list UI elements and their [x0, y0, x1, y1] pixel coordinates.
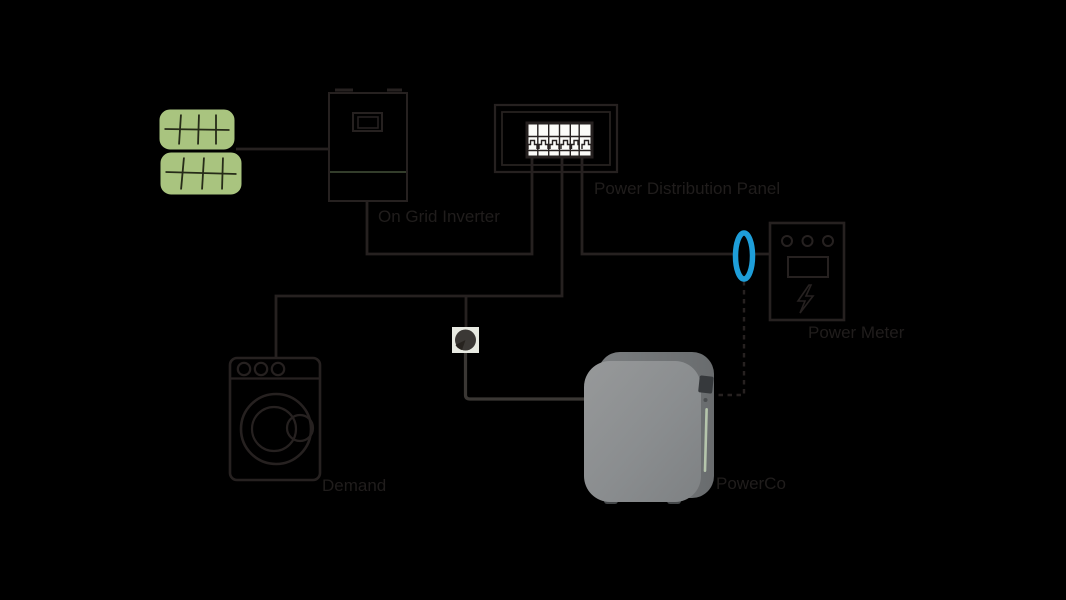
battery-cable — [463, 348, 588, 401]
battery-led-strip — [703, 408, 708, 472]
battery-unit-icon — [584, 352, 714, 504]
battery-indicator-dot — [703, 398, 708, 402]
ct-clamp-coil-icon — [732, 230, 756, 282]
demand-label: Demand — [322, 476, 387, 495]
meter-box-icon — [768, 221, 846, 322]
inverter-box-icon — [328, 88, 408, 202]
wire-panel-to-meter — [580, 157, 769, 256]
ct-sense-dashed-line — [716, 281, 746, 397]
lightning-bolt-icon — [796, 284, 815, 314]
wire-panel-to-loads — [274, 157, 564, 358]
wire-panel-to-inverter — [365, 157, 534, 256]
circuit-breakers-icon — [493, 103, 619, 174]
on-grid-inverter-label: On Grid Inverter — [378, 207, 500, 226]
washer-icon — [228, 356, 322, 482]
meter-display — [787, 256, 829, 278]
battery-brand-label: PowerCo — [716, 474, 786, 493]
power-distribution-panel-label: Power Distribution Panel — [594, 179, 781, 198]
solar-panel-bottom — [160, 152, 242, 195]
battery-side-port — [698, 375, 714, 394]
battery-front-face — [584, 361, 701, 502]
power-meter-label: Power Meter — [808, 323, 905, 342]
solar-panels-icon — [159, 109, 242, 195]
solar-panel-top — [159, 109, 235, 150]
wiring — [236, 147, 769, 358]
socket-plug-icon — [452, 327, 479, 353]
washer-door — [239, 392, 313, 466]
inverter-display — [352, 112, 383, 132]
